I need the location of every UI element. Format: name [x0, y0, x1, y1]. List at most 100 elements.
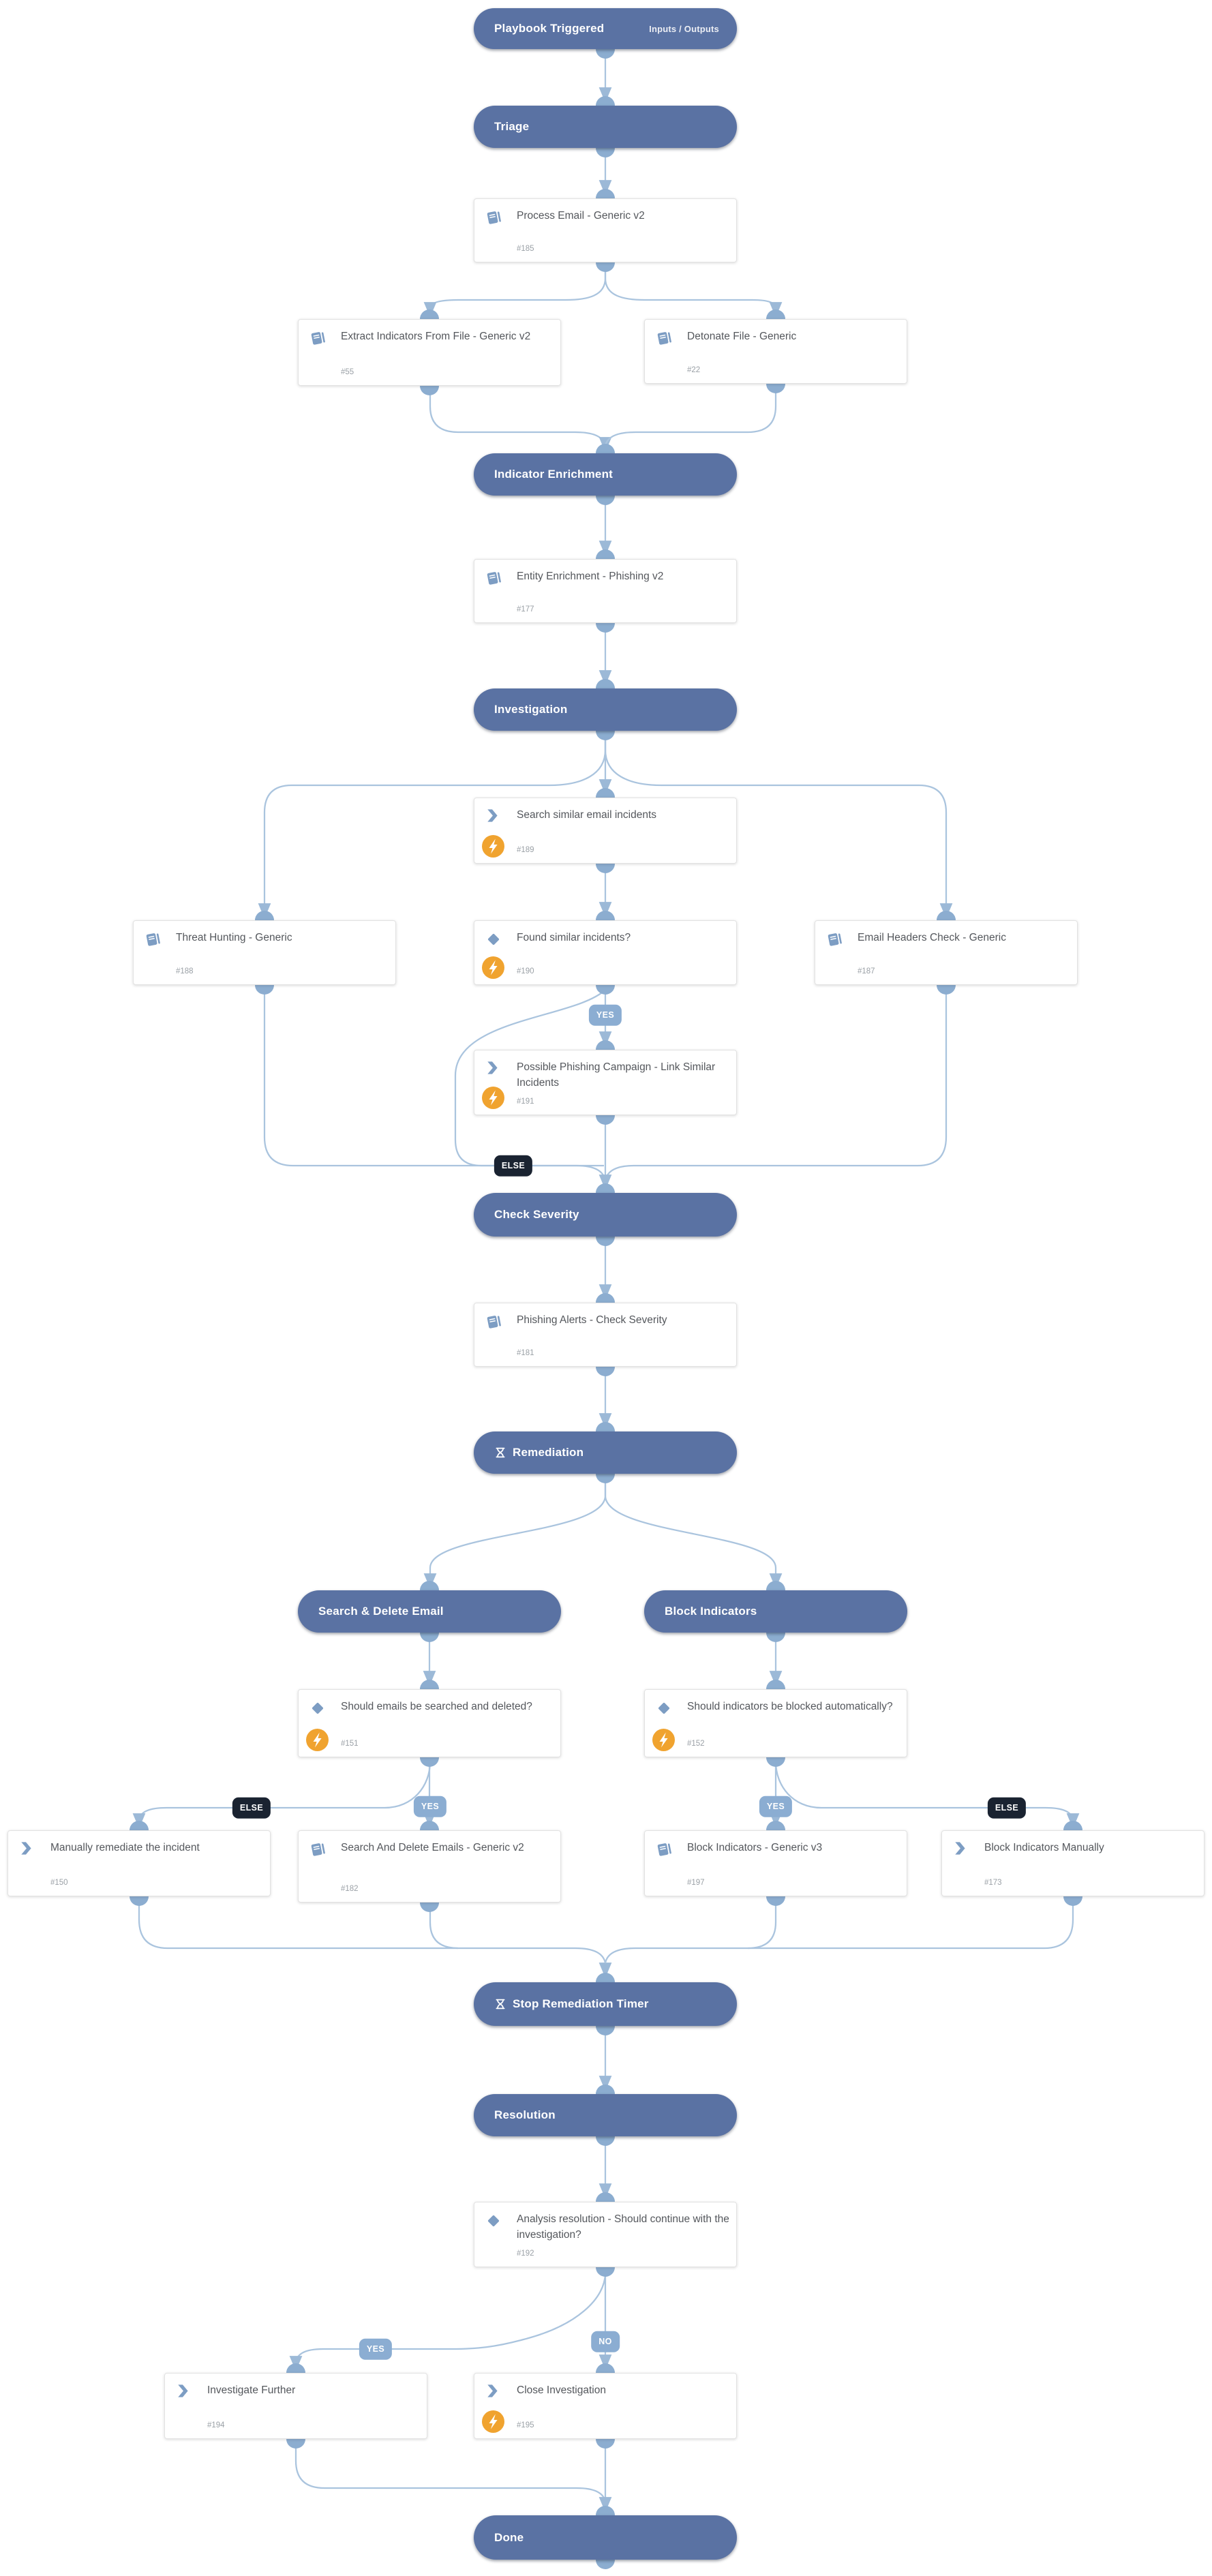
stage-label: Done — [494, 2530, 524, 2544]
stage-label: Indicator Enrichment — [494, 468, 613, 481]
task-title: Investigate Further — [207, 2384, 296, 2396]
task-title: Block Indicators Manually — [984, 1842, 1104, 1853]
edge-block-manually--stop-timer — [604, 1896, 1074, 1964]
task-title: Entity Enrichment - Phishing v2 — [517, 571, 664, 582]
task-title: Process Email - Generic v2 — [517, 210, 645, 222]
stage-stop-timer[interactable]: Stop Remediation Timer — [474, 1982, 737, 2026]
playbook-icon-wrap — [309, 329, 327, 348]
task-title: Should emails be searched and deleted? — [341, 1701, 532, 1712]
task-title: Search similar email incidents — [517, 809, 657, 821]
chevron-task-icon — [487, 1061, 498, 1074]
inputs-outputs-link[interactable]: Inputs / Outputs — [649, 23, 719, 34]
task-id: #187 — [858, 967, 875, 975]
stage-sde-stage[interactable]: Search & Delete Email — [298, 1590, 561, 1633]
edge-process-email--detonate-file — [604, 262, 783, 318]
playbook-icon — [487, 211, 501, 224]
stage-indicator-enrichment[interactable]: Indicator Enrichment — [474, 453, 737, 496]
playbook-icon-wrap — [655, 1840, 673, 1859]
playbook-icon-wrap — [485, 209, 503, 227]
task-node-threat-hunting[interactable]: Threat Hunting - Generic#188 — [133, 920, 396, 985]
playbook-icon — [487, 572, 501, 585]
stage-playbook-triggered[interactable]: Playbook Triggered Inputs / Outputs — [474, 8, 737, 49]
edge-analysis-resolution--investigate-further — [289, 2272, 607, 2372]
automation-badge — [482, 1087, 504, 1109]
condition-diamond-icon — [658, 1702, 670, 1714]
stage-remediation[interactable]: Remediation — [474, 1431, 737, 1474]
task-node-entity-enrichment[interactable]: Entity Enrichment - Phishing v2#177 — [474, 559, 737, 623]
playbook-icon-wrap — [485, 1313, 503, 1331]
task-node-email-headers[interactable]: Email Headers Check - Generic#187 — [815, 920, 1078, 985]
task-node-detonate-file[interactable]: Detonate File - Generic#22 — [644, 319, 907, 384]
automation-lightning-icon — [482, 1087, 504, 1109]
automation-lightning-icon — [652, 1729, 675, 1751]
stage-label: Playbook Triggered — [494, 22, 605, 35]
edge-found-similar--check-severity — [454, 989, 606, 1167]
chevron-task-icon — [21, 1842, 31, 1855]
automation-badge — [482, 835, 504, 858]
task-node-should-indicators[interactable]: Should indicators be blocked automatical… — [644, 1689, 907, 1757]
task-title: Phishing Alerts - Check Severity — [517, 1314, 667, 1326]
stage-triage[interactable]: Triage — [474, 106, 737, 148]
task-node-phishing-alerts[interactable]: Phishing Alerts - Check Severity #181 — [474, 1303, 737, 1367]
edge-label-else-badge: ELSE — [494, 1155, 533, 1177]
stage-done[interactable]: Done — [474, 2515, 737, 2560]
task-node-close-investigation[interactable]: Close Investigation#195 — [474, 2373, 737, 2439]
task-node-block-generic-v3[interactable]: Block Indicators - Generic v3#197 — [644, 1830, 907, 1896]
task-title: Possible Phishing Campaign - Link Simila… — [517, 1061, 716, 1089]
stage-resolution[interactable]: Resolution — [474, 2094, 737, 2136]
edge-label-yes-badge: YES — [413, 1795, 447, 1817]
chevron-task-icon — [178, 2384, 188, 2397]
task-id: #150 — [50, 1879, 68, 1887]
stage-check-severity[interactable]: Check Severity — [474, 1193, 737, 1237]
edge-label-yes-badge: YES — [759, 1795, 793, 1817]
manual-icon-wrap — [175, 2383, 190, 2399]
task-title: Detonate File - Generic — [687, 331, 797, 342]
task-node-analysis-resolution[interactable]: Analysis resolution - Should continue wi… — [474, 2202, 737, 2267]
task-title: Threat Hunting - Generic — [176, 932, 292, 943]
task-node-extract-indicators[interactable]: Extract Indicators From File - Generic v… — [298, 319, 561, 386]
condition-icon-wrap — [309, 1699, 327, 1717]
timer-hourglass-icon — [494, 1998, 506, 2010]
condition-diamond-icon — [487, 933, 500, 945]
task-id: #151 — [341, 1740, 359, 1748]
task-node-found-similar[interactable]: Found similar incidents?#190 — [474, 920, 737, 985]
stage-label: Investigation — [494, 703, 568, 716]
edge-should-indicators--block-manually — [774, 1761, 1080, 1829]
task-id: #191 — [517, 1097, 534, 1106]
automation-lightning-icon — [482, 2410, 504, 2433]
task-id: #181 — [517, 1349, 534, 1357]
manual-icon-wrap — [485, 1060, 499, 1076]
chevron-task-icon — [487, 809, 498, 822]
edge-remediation--bi-stage — [604, 1474, 783, 1589]
task-node-investigate-further[interactable]: Investigate Further#194 — [164, 2373, 427, 2439]
edge-label-else-badge: ELSE — [232, 1797, 271, 1819]
manual-icon-wrap — [952, 1840, 967, 1856]
automation-badge — [482, 2410, 504, 2433]
manual-icon-wrap — [18, 1840, 33, 1856]
task-node-process-email[interactable]: Process Email - Generic v2#185 — [474, 198, 737, 262]
stage-label: Resolution — [494, 2108, 556, 2121]
playbook-icon — [311, 332, 325, 345]
playbook-icon — [487, 1316, 501, 1329]
manual-icon-wrap — [485, 808, 499, 823]
task-title: Should indicators be blocked automatical… — [687, 1701, 893, 1712]
edge-manually-remediate--stop-timer — [138, 1896, 612, 1978]
task-node-manually-remediate[interactable]: Manually remediate the incident#150 — [7, 1830, 271, 1896]
playbook-icon-wrap — [655, 329, 673, 348]
task-node-should-emails[interactable]: Should emails be searched and deleted? #1… — [298, 1689, 561, 1757]
edge-investigation--email-headers — [604, 731, 953, 919]
task-node-possible-campaign[interactable]: Possible Phishing Campaign - Link Simila… — [474, 1050, 737, 1115]
stage-bi-stage[interactable]: Block Indicators — [644, 1590, 907, 1633]
edge-label-no-badge: NO — [591, 2331, 620, 2352]
stage-investigation[interactable]: Investigation — [474, 688, 737, 731]
task-node-search-similar[interactable]: Search similar email incidents#189 — [474, 798, 737, 864]
task-title: Analysis resolution - Should continue wi… — [517, 2213, 729, 2241]
timer-hourglass-icon — [494, 1446, 506, 1459]
playbook-icon-wrap — [144, 930, 162, 949]
edge-label-else-badge: ELSE — [987, 1797, 1027, 1819]
edge-extract-indicators--indicator-enrichment — [429, 386, 612, 453]
task-node-block-manually[interactable]: Block Indicators Manually#173 — [941, 1830, 1205, 1896]
task-node-search-delete-emails[interactable]: Search And Delete Emails - Generic v2#18… — [298, 1830, 561, 1903]
edge-detonate-file--indicator-enrichment — [604, 384, 777, 446]
